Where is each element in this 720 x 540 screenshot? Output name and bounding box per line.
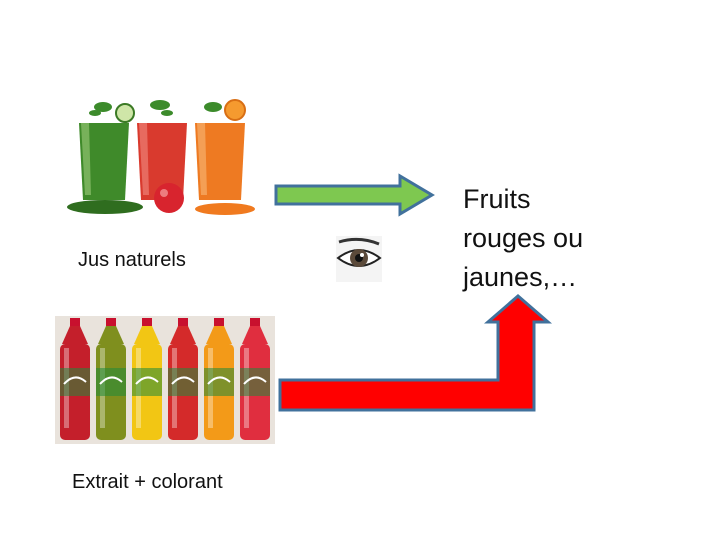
eye-icon <box>336 236 382 282</box>
juice-glasses-image <box>65 95 265 225</box>
result-text: Fruits rouges ou jaunes,… <box>463 180 663 297</box>
result-line-2: rouges ou <box>463 219 663 258</box>
carrots <box>195 203 255 215</box>
orange-slice <box>225 100 245 120</box>
natural-juice-label: Jus naturels <box>78 249 186 272</box>
herb-garnish <box>89 100 222 116</box>
soda-bottles-image <box>55 316 275 444</box>
cucumbers <box>67 200 143 214</box>
red-bent-arrow <box>276 292 556 414</box>
green-arrow <box>270 170 440 220</box>
apple <box>154 183 184 213</box>
result-line-1: Fruits <box>463 180 663 219</box>
extract-colorant-label: Extrait + colorant <box>72 471 223 494</box>
cucumber-slice <box>116 104 134 122</box>
